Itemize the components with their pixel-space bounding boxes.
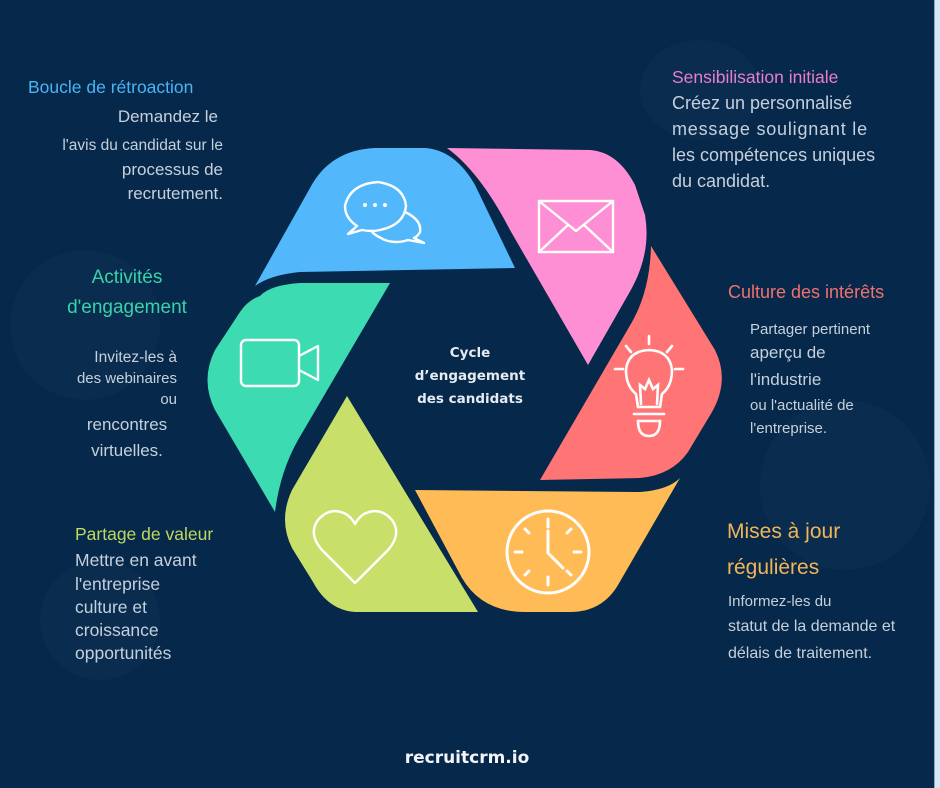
activities-text-line: des webinaires — [76, 370, 177, 387]
background-decoration — [10, 250, 160, 400]
right-edge-strip — [934, 0, 940, 788]
value-text-line: croissance — [75, 620, 159, 640]
segment-value — [285, 396, 478, 612]
envelope-icon — [537, 199, 615, 254]
activities-text-line: Invitez-les à — [94, 349, 177, 366]
feedback-text-line: l'avis du candidat sur le — [62, 137, 223, 154]
background-decoration — [760, 400, 930, 570]
activities-text-line: rencontres — [86, 415, 168, 434]
feedback-text-line: processus de — [121, 160, 223, 179]
outreach-text-line: du candidat. — [672, 171, 771, 191]
center-title-line: d’engagement — [414, 368, 526, 384]
interest-title: Culture des intérêts — [728, 282, 885, 302]
value-text-line: opportunités — [75, 643, 172, 663]
segment-interest — [540, 246, 722, 480]
interest-text-line: ou l'actualité de — [750, 397, 854, 414]
updates-text-line: Informez-les du — [728, 593, 832, 610]
background-decoration — [40, 560, 160, 680]
interest-text-line: Partager pertinent — [750, 321, 871, 338]
center-title-line: Cycle — [449, 345, 491, 361]
background-decoration — [640, 40, 760, 140]
updates-title-line: régulières — [727, 556, 820, 579]
updates-text-line: délais de traitement. — [728, 645, 873, 662]
feedback-text-line: recrutement. — [127, 184, 223, 203]
segment-outreach — [447, 148, 647, 365]
feedback-title: Boucle de rétroaction — [28, 77, 194, 97]
outreach-text-line: Créez un personnalisé — [672, 93, 853, 113]
video-camera-icon — [239, 338, 320, 388]
outreach-text-line: message soulignant le — [672, 119, 868, 139]
segment-feedback — [255, 148, 515, 286]
brand-footer: recruitcrm.io — [404, 748, 530, 768]
clock-icon — [505, 509, 591, 595]
value-text-line: Mettre en avant — [75, 550, 197, 570]
activities-text-line: ou — [160, 391, 177, 408]
interest-text-line: l'industrie — [750, 370, 822, 389]
updates-text-line: statut de la demande et — [728, 618, 896, 635]
value-text-line: l'entreprise — [75, 574, 161, 594]
outreach-text-line: les compétences uniques — [672, 145, 876, 165]
updates-title-line: Mises à jour — [727, 520, 841, 543]
activities-title-line: d'engagement — [67, 297, 187, 318]
activities-text-line: virtuelles. — [91, 441, 163, 460]
cycle-center-title: Cycle d’engagement des candidats — [395, 342, 545, 411]
interest-text-line: aperçu de — [750, 343, 826, 362]
feedback-text-line: Demandez le — [117, 107, 218, 126]
activities-title-line: Activités — [91, 267, 163, 288]
lightbulb-icon — [613, 334, 685, 438]
chat-bubbles-icon — [343, 180, 426, 245]
value-title: Partage de valeur — [75, 524, 214, 544]
center-title-line: des candidats — [417, 391, 523, 407]
interest-text-line: l'entreprise. — [750, 420, 828, 437]
outreach-title: Sensibilisation initiale — [672, 67, 839, 87]
heart-icon — [312, 509, 398, 585]
value-text-line: culture et — [75, 597, 147, 617]
